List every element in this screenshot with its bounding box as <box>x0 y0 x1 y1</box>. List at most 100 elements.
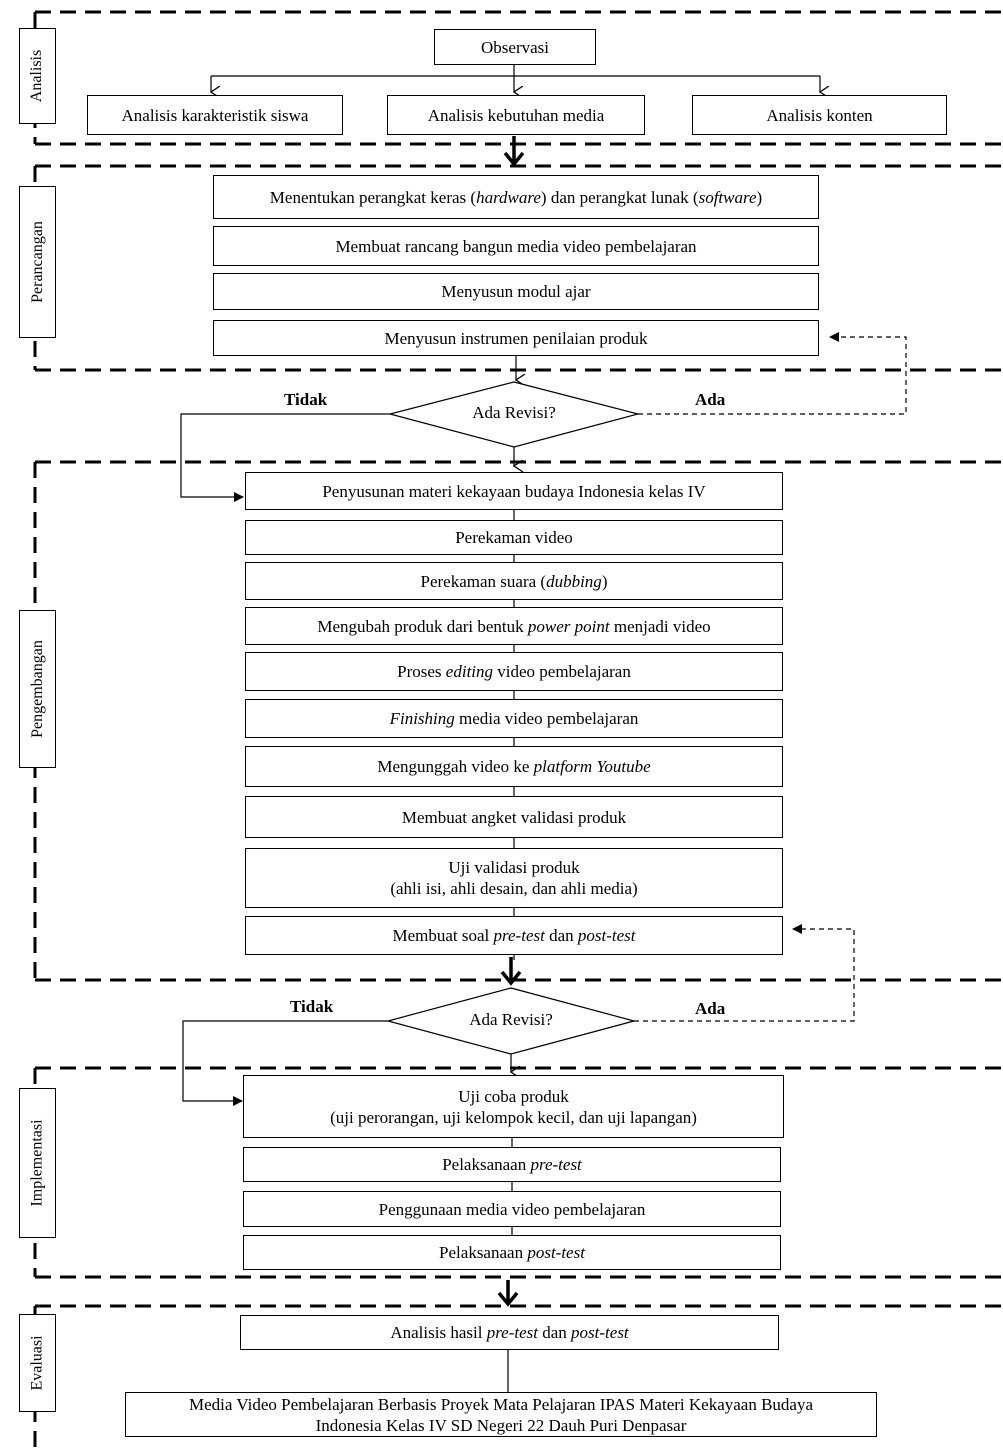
text-part: Membuat soal <box>392 926 494 945</box>
pengembangan-step-proses-editing-text: Proses editing video pembelajaran <box>397 661 631 682</box>
evaluasi-step-analisis-hasil-text: Analisis hasil pre-test dan post-test <box>390 1322 628 1343</box>
perancangan-step-hardware-software: Menentukan perangkat keras (hardware) da… <box>213 175 819 219</box>
text-part: Proses <box>397 662 446 681</box>
observasi-text: Observasi <box>481 37 549 57</box>
text-part: video pembelajaran <box>493 662 631 681</box>
phase-label-implementasi: Implementasi <box>19 1088 56 1238</box>
text-italic-part: editing <box>445 662 494 681</box>
text-part: dan <box>538 1323 572 1342</box>
text-line: Uji validasi produk <box>448 858 580 877</box>
text-part: Pelaksanaan <box>442 1155 531 1174</box>
implementasi-step-post-test: Pelaksanaan post-test <box>243 1235 781 1270</box>
observasi-box: Observasi <box>434 29 596 65</box>
pengembangan-step-proses-editing: Proses editing video pembelajaran <box>245 652 783 691</box>
pengembangan-step-soal-test-text: Membuat soal pre-test dan post-test <box>392 925 635 946</box>
pengembangan-step-finishing-text: Finishing media video pembelajaran <box>390 708 639 729</box>
phase-label-perancangan: Perancangan <box>19 186 56 338</box>
phase-label-analisis-text: Analisis <box>28 49 46 103</box>
decision-2-text: Ada Revisi? <box>469 1010 553 1029</box>
text-italic-part: pre-test <box>530 1155 582 1174</box>
pengembangan-step-angket: Membuat angket validasi produk <box>245 796 783 838</box>
decision-1-no-label: Tidak <box>284 390 328 409</box>
decision-2-no-label: Tidak <box>290 997 334 1016</box>
analisis-karakteristik-text: Analisis karakteristik siswa <box>121 105 309 125</box>
pengembangan-step-mengubah-produk-text: Mengubah produk dari bentuk power point … <box>317 616 710 637</box>
text-italic-part: hardware <box>476 187 541 207</box>
text-italic-part: power point <box>527 616 610 636</box>
evaluasi-result-text: Media Video Pembelajaran Berbasis Proyek… <box>189 1394 813 1436</box>
phase-frame-evaluasi <box>33 1304 1003 1450</box>
implementasi-step-pre-test: Pelaksanaan pre-test <box>243 1147 781 1182</box>
implementasi-step-penggunaan-media-text: Penggunaan media video pembelajaran <box>378 1199 646 1219</box>
phase-label-evaluasi-text: Evaluasi <box>28 1335 46 1391</box>
implementasi-step-post-test-text: Pelaksanaan post-test <box>439 1242 585 1263</box>
phase-label-implementasi-text: Implementasi <box>28 1119 46 1207</box>
perancangan-step-hardware-software-text: Menentukan perangkat keras (hardware) da… <box>270 187 762 208</box>
decision-2-yes-label: Ada <box>695 999 726 1018</box>
pengembangan-step-finishing: Finishing media video pembelajaran <box>245 699 783 738</box>
pengembangan-step-penyusunan-materi: Penyusunan materi kekayaan budaya Indone… <box>245 472 783 510</box>
perancangan-step-rancang-bangun: Membuat rancang bangun media video pembe… <box>213 226 819 266</box>
analisis-konten-text: Analisis konten <box>766 105 873 125</box>
perancangan-step-modul-ajar-text: Menyusun modul ajar <box>441 282 591 301</box>
perancangan-step-rancang-bangun-text: Membuat rancang bangun media video pembe… <box>335 236 697 256</box>
pengembangan-step-mengunggah: Mengunggah video ke platform Youtube <box>245 746 783 787</box>
pengembangan-step-mengubah-produk: Mengubah produk dari bentuk power point … <box>245 607 783 645</box>
analisis-karakteristik-box: Analisis karakteristik siswa <box>87 95 343 135</box>
text-italic-part: software <box>698 187 757 207</box>
analisis-konten-box: Analisis konten <box>692 95 947 135</box>
text-italic-part: dubbing <box>546 571 602 591</box>
text-line: (ahli isi, ahli desain, dan ahli media) <box>390 879 638 898</box>
pengembangan-step-uji-validasi: Uji validasi produk (ahli isi, ahli desai… <box>245 848 783 908</box>
decision-1-yes-label: Ada <box>695 390 726 409</box>
text-part: Analisis hasil <box>390 1323 487 1342</box>
text-line: Uji coba produk <box>458 1086 569 1106</box>
text-part: ) dan perangkat lunak ( <box>540 187 699 207</box>
evaluasi-step-analisis-hasil: Analisis hasil pre-test dan post-test <box>240 1315 779 1350</box>
text-part: Menentukan perangkat keras ( <box>269 187 477 207</box>
implementasi-step-penggunaan-media: Penggunaan media video pembelajaran <box>243 1191 781 1227</box>
text-part: Mengubah produk dari bentuk <box>317 616 528 636</box>
text-part: dan <box>544 926 578 945</box>
text-line: (uji perorangan, uji kelompok kecil, dan… <box>330 1107 697 1127</box>
perancangan-step-instrumen-text: Menyusun instrumen penilaian produk <box>384 328 648 348</box>
pengembangan-step-uji-validasi-text: Uji validasi produk (ahli isi, ahli desai… <box>390 857 637 899</box>
text-part: menjadi video <box>609 616 711 636</box>
text-italic-part: pre-test <box>486 1323 538 1342</box>
pengembangan-step-angket-text: Membuat angket validasi produk <box>401 807 627 827</box>
pengembangan-step-soal-test: Membuat soal pre-test dan post-test <box>245 916 783 955</box>
pengembangan-step-penyusunan-materi-text: Penyusunan materi kekayaan budaya Indone… <box>322 481 706 501</box>
phase-label-analisis: Analisis <box>19 28 56 124</box>
text-part: ) <box>756 187 763 207</box>
pengembangan-step-perekaman-suara-text: Perekaman suara (dubbing) <box>421 571 608 592</box>
decision-1-text: Ada Revisi? <box>472 403 556 422</box>
implementasi-step-uji-coba: Uji coba produk(uji perorangan, uji kelo… <box>243 1075 784 1138</box>
text-part: Mengunggah video ke <box>377 757 534 776</box>
text-italic-part: post-test <box>577 926 636 945</box>
text-italic-part: pre-test <box>493 926 545 945</box>
text-italic-part: Finishing <box>389 709 455 728</box>
phase-label-pengembangan-text: Pengembangan <box>28 640 46 738</box>
perancangan-step-instrumen: Menyusun instrumen penilaian produk <box>213 320 819 356</box>
text-part: media video pembelajaran <box>454 709 639 728</box>
pengembangan-step-perekaman-suara: Perekaman suara (dubbing) <box>245 562 783 600</box>
implementasi-step-pre-test-text: Pelaksanaan pre-test <box>442 1154 582 1175</box>
text-line: Indonesia Kelas IV SD Negeri 22 Dauh Pur… <box>315 1415 687 1435</box>
perancangan-step-modul-ajar: Menyusun modul ajar <box>213 273 819 310</box>
evaluasi-result-box: Media Video Pembelajaran Berbasis Proyek… <box>125 1392 877 1437</box>
text-part: ) <box>601 571 608 591</box>
text-italic-part: platform Youtube <box>533 757 651 776</box>
implementasi-step-uji-coba-text: Uji coba produk(uji perorangan, uji kelo… <box>330 1086 697 1128</box>
pengembangan-step-perekaman-video: Perekaman video <box>245 520 783 555</box>
phase-label-evaluasi: Evaluasi <box>19 1314 56 1412</box>
phase-label-pengembangan: Pengembangan <box>19 610 56 768</box>
phase-label-perancangan-text: Perancangan <box>28 221 46 303</box>
pengembangan-step-perekaman-video-text: Perekaman video <box>455 528 573 547</box>
analisis-kebutuhan-text: Analisis kebutuhan media <box>427 105 605 125</box>
text-part: Perekaman suara ( <box>420 571 547 591</box>
analisis-kebutuhan-box: Analisis kebutuhan media <box>387 95 645 135</box>
text-italic-part: post-test <box>527 1243 585 1262</box>
text-line: Media Video Pembelajaran Berbasis Proyek… <box>188 1394 814 1414</box>
